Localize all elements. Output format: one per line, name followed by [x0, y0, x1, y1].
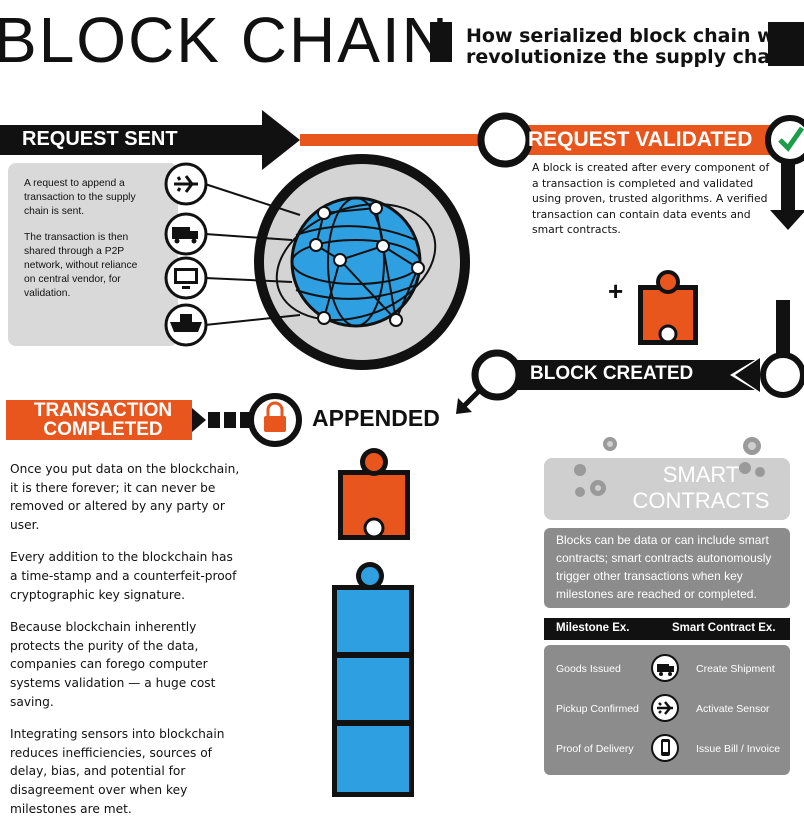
- lock-body: [264, 416, 286, 432]
- milestone-cell: Pickup Confirmed: [556, 703, 639, 715]
- transaction-completed-bar: [6, 400, 192, 440]
- step-request-sent: REQUEST SENT: [22, 128, 178, 150]
- table-row: Goods Issued Create Shipment: [548, 654, 784, 686]
- step-appended: APPENDED: [312, 405, 440, 431]
- subtitle-line-1: How serialized block chain will: [466, 25, 795, 47]
- smart-contracts-description: Blocks can be data or can include smart …: [556, 533, 772, 601]
- block-created-node: [471, 349, 523, 401]
- globe-network-icon: [275, 196, 437, 328]
- left-body-text: Once you put data on the blockchain, it …: [10, 460, 242, 832]
- subtitle-line-2: revolutionize the supply chain: [466, 46, 791, 68]
- left-paragraph: Integrating sensors into blockchain redu…: [10, 727, 225, 816]
- title-divider: [430, 22, 452, 62]
- block-created-arrowhead: [735, 358, 760, 392]
- request-panel-bg: [8, 163, 178, 346]
- table-header-bg: [544, 618, 790, 640]
- step-request-validated: REQUEST VALIDATED: [528, 128, 753, 151]
- request-validated-bar: [505, 125, 777, 155]
- request-panel-text: A request to append a transaction to the…: [24, 177, 142, 313]
- milestone-cell: Goods Issued: [556, 663, 621, 675]
- smart-contracts-title-bg: [544, 458, 790, 520]
- lock-shackle: [266, 401, 284, 416]
- left-paragraph: Once you put data on the blockchain, it …: [10, 462, 240, 532]
- appended-block-stack: [332, 562, 414, 797]
- down-arrow-head: [770, 210, 804, 230]
- flow-diagram: [0, 110, 804, 797]
- appended-puzzle-orange: [338, 448, 410, 540]
- page-subtitle: How serialized block chain will revoluti…: [466, 26, 794, 68]
- smart-contracts-table: Goods Issued Create Shipment Pickup Conf…: [548, 654, 788, 774]
- step-block-created: BLOCK CREATED: [530, 363, 694, 384]
- contract-cell: Activate Sensor: [696, 703, 770, 715]
- checkmark-stroke: [778, 126, 804, 152]
- truck-icon: [651, 654, 679, 682]
- table-header-milestone: Milestone Ex.: [556, 622, 630, 634]
- smart-contracts-desc-bg: [544, 528, 790, 608]
- left-paragraph: Because blockchain inherently protects t…: [10, 620, 216, 709]
- block-created-end-node: [760, 352, 804, 398]
- request-panel-para-1: A request to append a transaction to the…: [24, 178, 136, 217]
- request-sent-arrowhead: [262, 110, 300, 170]
- step-transaction-completed: TRANSACTION COMPLETED: [20, 401, 186, 439]
- table-row: Proof of Delivery Issue Bill / Invoice: [548, 734, 784, 766]
- request-panel-para-2: The transaction is then shared through a…: [24, 232, 138, 299]
- transaction-completed-line2: COMPLETED: [43, 419, 163, 440]
- transaction-arrow-head: [192, 408, 206, 432]
- subtitle-accent-block: [768, 22, 804, 66]
- smart-contracts-title-line2: CONTRACTS: [632, 488, 770, 513]
- puzzle-piece-icon: [638, 270, 698, 345]
- table-header-contract: Smart Contract Ex.: [672, 622, 776, 634]
- request-sent-bar: [0, 125, 268, 155]
- phone-icon: [651, 734, 679, 762]
- checkmark-icon: [765, 115, 804, 165]
- page-title: BLOCK CHAIN: [0, 4, 450, 76]
- airplane-icon: [651, 694, 679, 722]
- connector-line-orange: [300, 134, 490, 146]
- contract-cell: Issue Bill / Invoice: [696, 743, 781, 755]
- smart-contracts-title-line1: SMART: [662, 462, 740, 487]
- milestone-cell: Proof of Delivery: [556, 743, 634, 755]
- table-row: Pickup Confirmed Activate Sensor: [548, 694, 784, 726]
- contract-cell: Create Shipment: [696, 663, 775, 675]
- left-paragraph: Every addition to the blockchain has a t…: [10, 550, 237, 602]
- block-created-bar: [495, 360, 755, 390]
- smart-contracts-title: SMART CONTRACTS: [616, 462, 786, 514]
- validated-description: A block is created after every component…: [532, 161, 770, 236]
- diagonal-arrow-head: [456, 398, 472, 414]
- request-validated-node: [477, 112, 533, 168]
- transaction-completed-line1: TRANSACTION: [33, 400, 173, 421]
- diagonal-arrow-line: [462, 386, 484, 408]
- down-arrow-stem: [781, 162, 795, 212]
- plus-sign: +: [608, 276, 624, 306]
